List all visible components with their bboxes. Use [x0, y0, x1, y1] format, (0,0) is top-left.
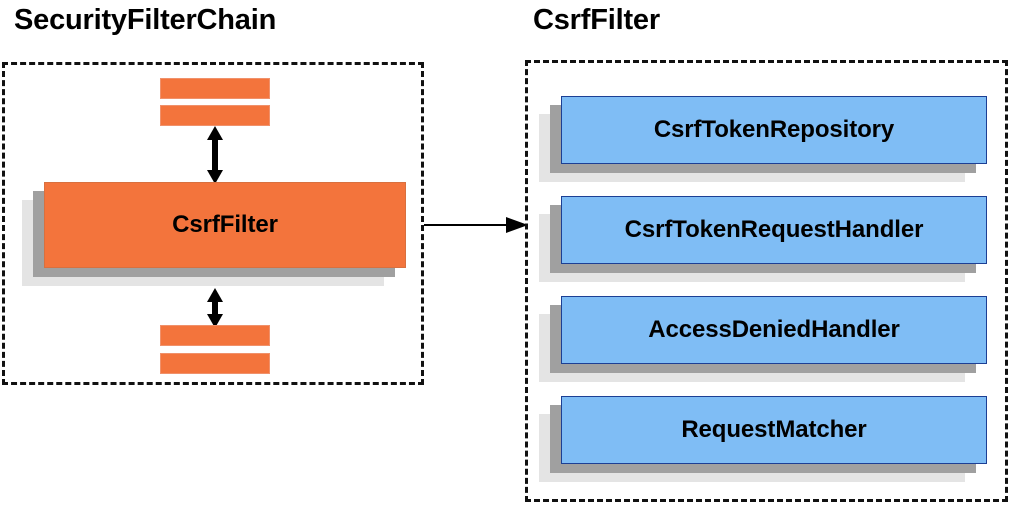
box-label-request-matcher: RequestMatcher [681, 416, 867, 443]
connector-shaft [424, 224, 512, 226]
box-label-access-denied-handler: AccessDeniedHandler [648, 316, 900, 343]
group-box-security-filter-chain [2, 62, 424, 385]
box-csrf-token-request-handler[interactable]: CsrfTokenRequestHandler [539, 196, 987, 282]
arrow-head-down-icon [207, 314, 223, 328]
arrow-head-up-icon [207, 288, 223, 302]
arrow-head-up-icon [207, 126, 223, 140]
connector-arrow-csrffilter-to-detail [424, 217, 528, 233]
box-face: CsrfTokenRequestHandler [561, 196, 987, 264]
arrow-head-down-icon [207, 170, 223, 184]
panel-title-csrffilter: CsrfFilter [533, 4, 660, 36]
box-label-csrf-token-repository: CsrfTokenRepository [653, 116, 895, 143]
group-box-csrffilter [525, 60, 1008, 502]
connector-arrow-head-icon [506, 217, 528, 233]
box-label-csrffilter: CsrfFilter [172, 211, 278, 238]
box-face: RequestMatcher [561, 396, 987, 464]
filter-bar-top-1 [160, 78, 270, 99]
filter-bar-bottom-2 [160, 353, 270, 374]
box-csrffilter[interactable]: CsrfFilter [22, 182, 406, 286]
box-csrf-token-repository[interactable]: CsrfTokenRepository [539, 96, 987, 182]
arrow-shaft [212, 300, 218, 316]
arrow-shaft [212, 138, 218, 172]
box-face: CsrfTokenRepository [561, 96, 987, 164]
box-label-csrf-token-request-handler: CsrfTokenRequestHandler [624, 216, 924, 243]
box-face: CsrfFilter [44, 182, 406, 268]
arrow-bottom-bidirectional [207, 288, 223, 328]
box-face: AccessDeniedHandler [561, 296, 987, 364]
filter-bar-top-2 [160, 105, 270, 126]
arrow-top-bidirectional [207, 126, 223, 184]
box-access-denied-handler[interactable]: AccessDeniedHandler [539, 296, 987, 382]
panel-title-security-filter-chain: SecurityFilterChain [14, 4, 277, 36]
box-request-matcher[interactable]: RequestMatcher [539, 396, 987, 482]
filter-bar-bottom-1 [160, 325, 270, 346]
